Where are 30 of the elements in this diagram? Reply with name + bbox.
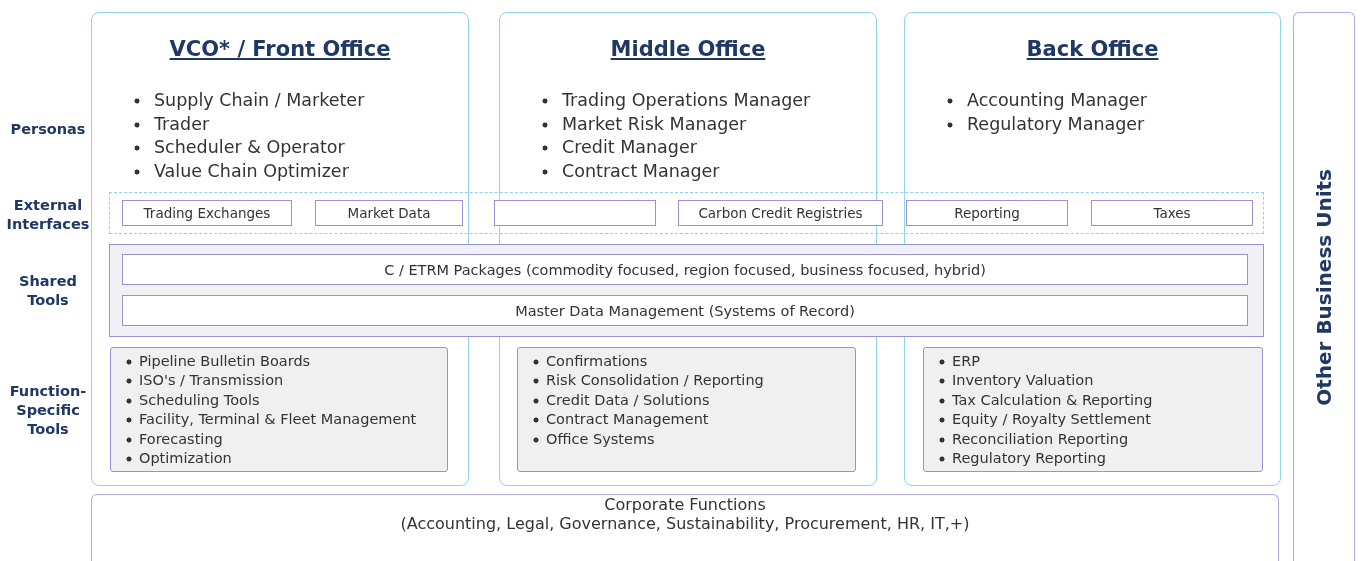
interface-tag: Reporting [906,200,1068,226]
column-heading: VCO* / Front Office [169,37,391,61]
corporate-panel [91,494,1279,561]
tools-list-panel [517,347,856,472]
interface-tag: Carbon Credit Registries [678,200,883,226]
persona-item: Trading Operations Manager [540,89,811,113]
column-heading: Middle Office [610,37,766,61]
tools-list-panel [923,347,1263,472]
panel-subtitle: (Accounting, Legal, Governance, Sustainability, Procurement, HR, IT,+) [400,514,970,533]
interface-tag: Trading Exchanges [122,200,292,226]
row-label: Personas [9,120,87,139]
persona-item: Supply Chain / Marketer [132,89,365,113]
vertical-title: Other Business Units [1312,168,1336,406]
row-label: External Interfaces [5,196,91,234]
tool-item: Equity / Royalty Settlement [938,410,1153,430]
tool-bar: Master Data Management (Systems of Record) [122,295,1248,326]
tool-item: Facility, Terminal & Fleet Management [125,410,417,430]
row-label: Shared Tools [18,272,78,310]
interface-tag: Taxes [1091,200,1253,226]
column-heading: Back Office [1026,37,1159,61]
row-label: Function-Specific Tools [8,382,88,439]
persona-item: Accounting Manager [945,89,1147,113]
interface-tag [494,200,656,226]
panel-title: Corporate Functions [604,495,766,514]
tool-bar: C / ETRM Packages (commodity focused, region focused, business focused, hybrid) [122,254,1248,285]
tools-band [109,244,1264,337]
side-panel [1293,12,1355,561]
interface-tag: Market Data [315,200,463,226]
tool-item: Risk Consolidation / Reporting [532,371,764,391]
tools-list-panel [110,347,448,472]
